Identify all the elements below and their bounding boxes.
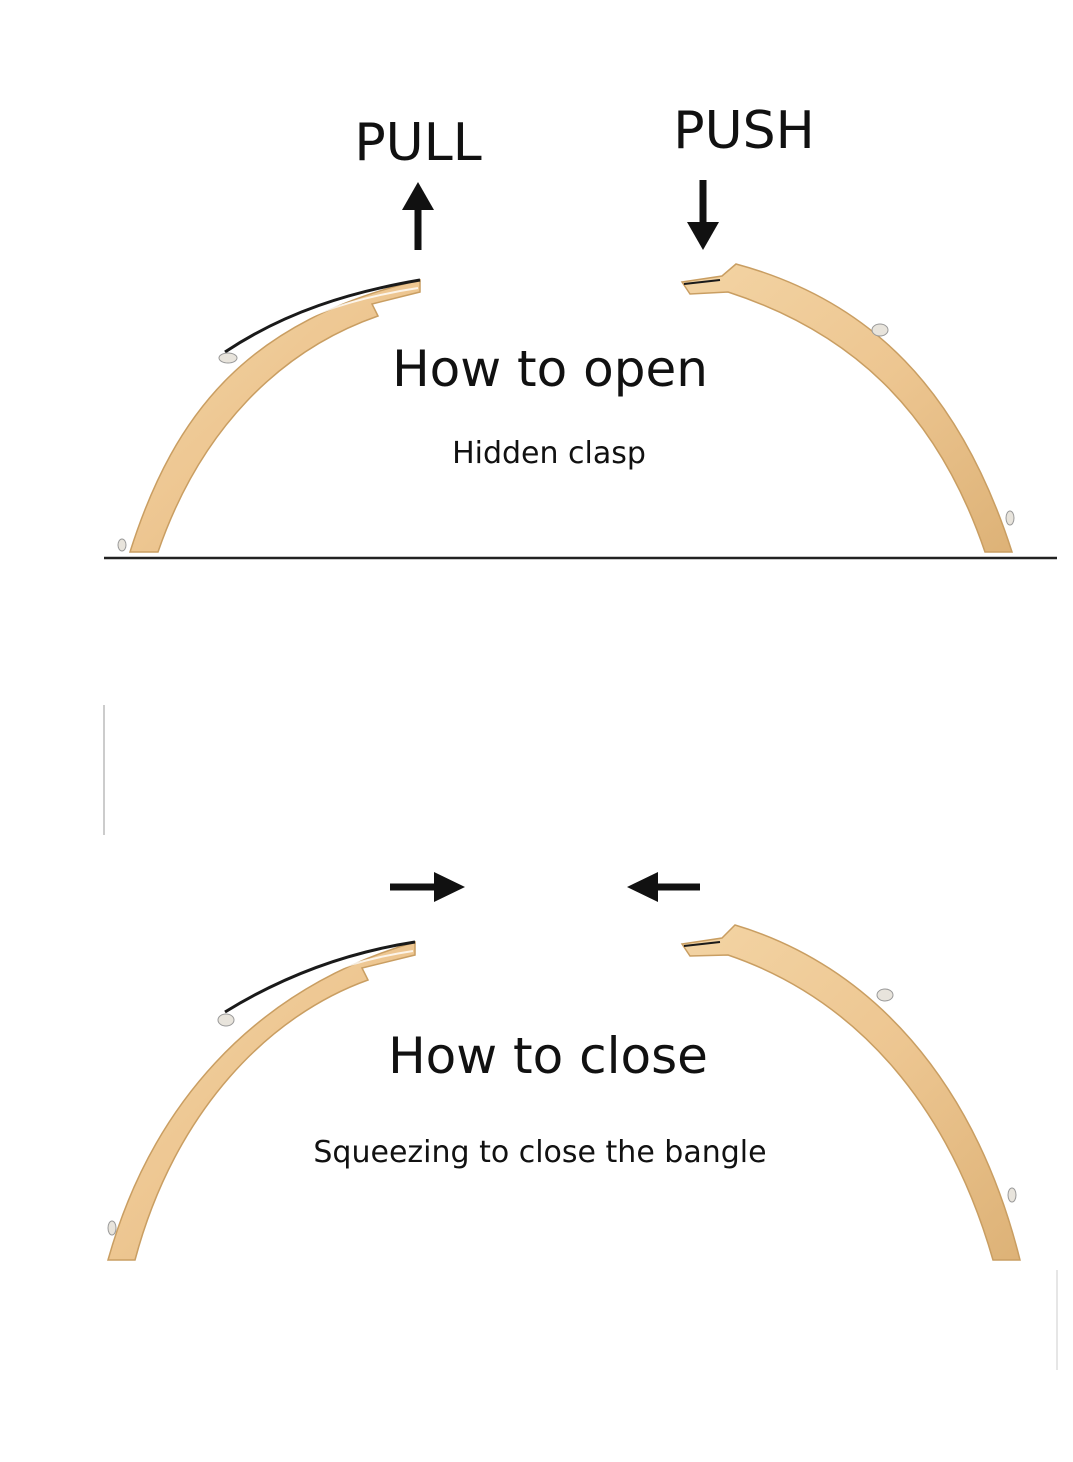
left-bangle-half-close (107, 940, 416, 1261)
stone-icon (876, 988, 894, 1002)
arrow-right-icon (390, 872, 465, 902)
stone-icon (218, 352, 238, 364)
stone-icon (1007, 1187, 1017, 1203)
stone-icon (871, 323, 889, 337)
stone-icon (107, 1220, 117, 1236)
close-section: How to close Squeezing to close the bang… (107, 872, 1021, 1261)
close-subtitle: Squeezing to close the bangle (313, 1135, 766, 1170)
left-bangle-half-open (117, 278, 421, 553)
stone-icon (217, 1013, 235, 1027)
arrow-down-icon (687, 180, 719, 250)
arrow-up-icon (402, 182, 434, 250)
arrow-left-icon (627, 872, 700, 902)
open-subtitle: Hidden clasp (452, 436, 646, 471)
open-section: PULL PUSH How to open Hidden clasp (117, 101, 1015, 553)
stone-icon (1005, 510, 1015, 526)
pull-label: PULL (354, 113, 481, 173)
stone-icon (117, 538, 127, 552)
right-bangle-half-close (680, 924, 1021, 1261)
open-title: How to open (392, 340, 708, 398)
right-bangle-half-open (680, 263, 1015, 553)
close-title: How to close (388, 1027, 708, 1085)
push-label: PUSH (673, 101, 815, 161)
